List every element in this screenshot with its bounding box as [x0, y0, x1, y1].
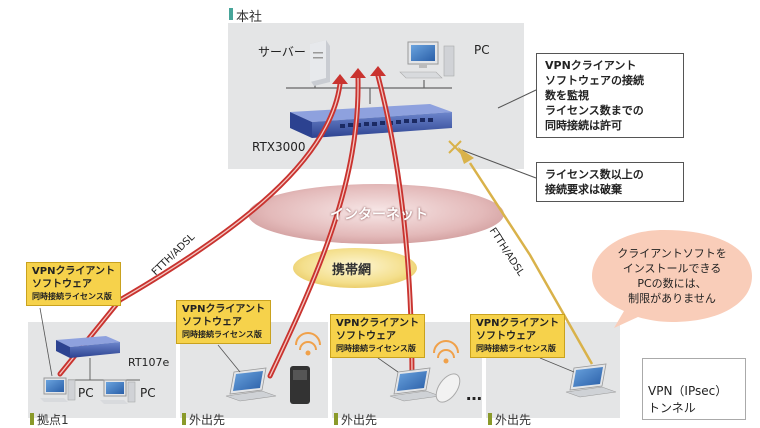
hq-pc-label: PC	[474, 43, 490, 57]
rt107e-router-icon	[56, 336, 120, 358]
monitor-callout-line-3: 数を監視	[545, 89, 589, 102]
reject-callout: ライセンス数以上の 接続要求は破棄	[536, 162, 684, 202]
monitor-callout: VPNクライアント ソフトウェアの接続 数を監視 ライセンス数までの 同時接続は…	[536, 53, 684, 138]
speech-bubble-line-2: インストールできる	[622, 262, 722, 275]
branch-label: 拠点1	[30, 411, 69, 428]
headquarters-label: 本社	[229, 6, 262, 25]
software-label-line-2: ソフトウェア	[336, 331, 396, 342]
mobile-router-icon	[290, 366, 310, 404]
legend-line-2: トンネル	[648, 401, 696, 415]
monitor-callout-line-1: VPNクライアント	[545, 59, 637, 72]
data-card-icon	[435, 373, 461, 403]
wireless-icon-2	[433, 340, 459, 364]
speech-bubble-line-3: PCの数には、	[637, 277, 707, 290]
software-label-line-1: VPNクライアント	[32, 266, 116, 277]
speech-bubble-line-1: クライアントソフトを	[617, 247, 727, 260]
rtx3000-label: RTX3000	[252, 140, 306, 154]
legend-box	[642, 358, 746, 420]
remote-site-label-1: 外出先	[182, 411, 225, 428]
rtx3000-router-icon	[290, 104, 452, 138]
software-label-line-3: 同時接続ライセンス版	[476, 344, 556, 353]
remote-site-label-3: 外出先	[488, 411, 531, 428]
headquarters-panel	[228, 23, 524, 169]
software-label-line-2: ソフトウェア	[182, 317, 242, 328]
monitor-callout-line-2: ソフトウェアの接続	[545, 74, 644, 87]
software-label-line-2: ソフトウェア	[32, 279, 92, 290]
reject-callout-line-2: 接続要求は破棄	[545, 183, 622, 196]
server-label: サーバー	[258, 45, 306, 59]
software-label-remote-1: VPNクライアント ソフトウェア 同時接続ライセンス版	[176, 300, 272, 344]
monitor-callout-line-4: ライセンス数までの	[545, 104, 644, 117]
software-label-line-3: 同時接続ライセンス版	[336, 344, 416, 353]
laptop-icon-2	[389, 367, 441, 402]
reject-x-mark	[448, 140, 462, 154]
wireless-icon-1	[295, 332, 321, 356]
branch-pc-icon-2	[100, 379, 136, 404]
software-label-line-1: VPNクライアント	[336, 318, 420, 329]
software-label-line-3: 同時接続ライセンス版	[32, 292, 112, 301]
speech-bubble-line-4: 制限がありません	[628, 292, 716, 305]
laptop-icon-3	[565, 363, 617, 398]
internet-cloud	[248, 184, 504, 244]
software-label-line-1: VPNクライアント	[182, 304, 266, 315]
speech-bubble-text: クライアントソフトを インストールできる PCの数には、 制限がありません	[602, 246, 742, 306]
mobile-network-label: 携帯網	[332, 263, 372, 278]
branch-pc-label-2: PC	[140, 386, 156, 400]
software-label-line-1: VPNクライアント	[476, 318, 560, 329]
rt107e-label: RT107e	[128, 356, 170, 369]
software-label-line-2: ソフトウェア	[476, 331, 536, 342]
remote-site-label-2: 外出先	[334, 411, 377, 428]
laptop-icon-1	[225, 367, 277, 402]
software-label-remote-3: VPNクライアント ソフトウェア 同時接続ライセンス版	[470, 314, 566, 358]
internet-label: インターネット	[330, 207, 428, 223]
more-sites-ellipsis: …	[466, 385, 482, 404]
legend-line-1: VPN（IPsec）	[648, 384, 728, 398]
branch-pc-icon-1	[40, 377, 76, 402]
software-label-remote-2: VPNクライアント ソフトウェア 同時接続ライセンス版	[330, 314, 426, 358]
monitor-callout-line-5: 同時接続は許可	[545, 119, 622, 132]
software-label-line-3: 同時接続ライセンス版	[182, 330, 262, 339]
server-icon	[310, 40, 330, 86]
software-label-branch: VPNクライアント ソフトウェア 同時接続ライセンス版	[26, 262, 122, 306]
reject-callout-line-1: ライセンス数以上の	[545, 168, 644, 181]
speech-bubble-shape	[592, 230, 752, 328]
branch-pc-label-1: PC	[78, 386, 94, 400]
hq-pc-icon	[399, 41, 455, 79]
